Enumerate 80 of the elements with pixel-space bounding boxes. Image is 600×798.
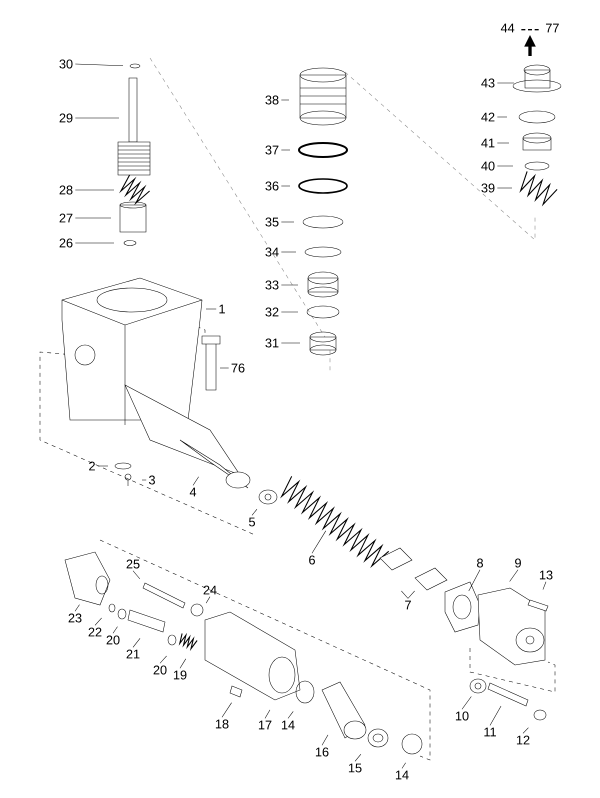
callout-number: 23 <box>68 614 82 622</box>
callout-number: 76 <box>232 364 244 372</box>
callout-number: 34 <box>265 248 279 256</box>
callout-number: 36 <box>265 182 278 190</box>
leader-line <box>180 658 186 669</box>
callout-number: 14 <box>282 720 295 730</box>
leader-line <box>74 604 80 612</box>
leader-line <box>542 581 546 590</box>
callout-number: 13 <box>540 570 552 580</box>
callout-number: 38 <box>265 96 278 104</box>
leader-line <box>468 569 480 592</box>
callout-number: 9 <box>515 558 521 568</box>
callout-number: 1 <box>219 304 225 314</box>
callout-number: 21 <box>126 650 140 658</box>
callout-number: 39 <box>481 184 494 192</box>
callout-number: 27 <box>60 214 72 222</box>
callout-number: 2 <box>89 462 95 470</box>
callout-number: 40 <box>481 162 495 170</box>
callout-number: 29 <box>60 114 72 122</box>
leader-line <box>281 342 300 344</box>
callout-number: 24 <box>204 586 217 594</box>
leader-line <box>312 530 326 554</box>
leader-line <box>497 116 508 118</box>
leader-line <box>75 64 124 66</box>
leader-line <box>497 82 514 84</box>
leader-line <box>509 569 518 582</box>
callout-number: 25 <box>126 560 140 568</box>
callout-number: 3 <box>148 476 155 484</box>
leader-line <box>206 308 216 310</box>
callout-number: 35 <box>265 218 279 226</box>
part-range-label: 44 77 <box>500 24 559 32</box>
callout-number: 32 <box>265 308 278 316</box>
callout-number: 37 <box>265 146 278 154</box>
callout-number: 43 <box>481 78 494 88</box>
leader-line <box>160 656 167 664</box>
leader-line <box>462 696 472 710</box>
leader-line <box>408 590 415 599</box>
callout-number: 28 <box>60 186 72 194</box>
leader-line <box>252 508 258 516</box>
callout-number: 30 <box>59 60 73 68</box>
callout-number: 31 <box>265 338 278 348</box>
leader-line <box>132 638 140 648</box>
leader-line <box>132 570 140 580</box>
leader-line <box>497 142 510 144</box>
leader-line <box>75 242 114 244</box>
callout-number: 41 <box>481 138 494 148</box>
callout-number: 4 <box>190 488 196 496</box>
callout-number: 11 <box>484 728 496 736</box>
leader-line <box>490 706 502 726</box>
leader-line <box>281 284 298 286</box>
callout-number: 22 <box>88 628 102 636</box>
leader-line <box>112 626 118 634</box>
callout-number: 10 <box>456 712 469 720</box>
leader-line <box>522 727 529 734</box>
callout-number: 5 <box>248 518 255 526</box>
leader-line <box>322 734 328 746</box>
leader-line <box>402 762 406 769</box>
callout-number: 7 <box>405 600 411 610</box>
leader-line <box>288 711 294 719</box>
callout-number: 20 <box>154 666 167 674</box>
leader-line <box>401 590 408 599</box>
callout-number: 6 <box>309 556 315 564</box>
callout-number: 15 <box>348 764 362 772</box>
callout-number: 33 <box>265 280 278 290</box>
callout-number: 19 <box>174 670 186 680</box>
callout-number: 16 <box>316 748 328 756</box>
leader-line <box>192 476 199 486</box>
callout-number: 18 <box>216 720 228 728</box>
leader-line <box>94 618 102 626</box>
leader-line <box>264 710 270 719</box>
leader-line <box>222 702 232 718</box>
callout-number: 26 <box>60 238 72 248</box>
callout-number: 14 <box>396 770 409 780</box>
callout-number: 20 <box>106 636 120 644</box>
callout-number: 17 <box>258 720 272 730</box>
callout-number: 12 <box>516 736 530 744</box>
callout-number: 42 <box>481 112 494 122</box>
leader-line <box>354 754 362 762</box>
callout-number: 8 <box>477 558 483 568</box>
leader-line <box>206 596 210 604</box>
